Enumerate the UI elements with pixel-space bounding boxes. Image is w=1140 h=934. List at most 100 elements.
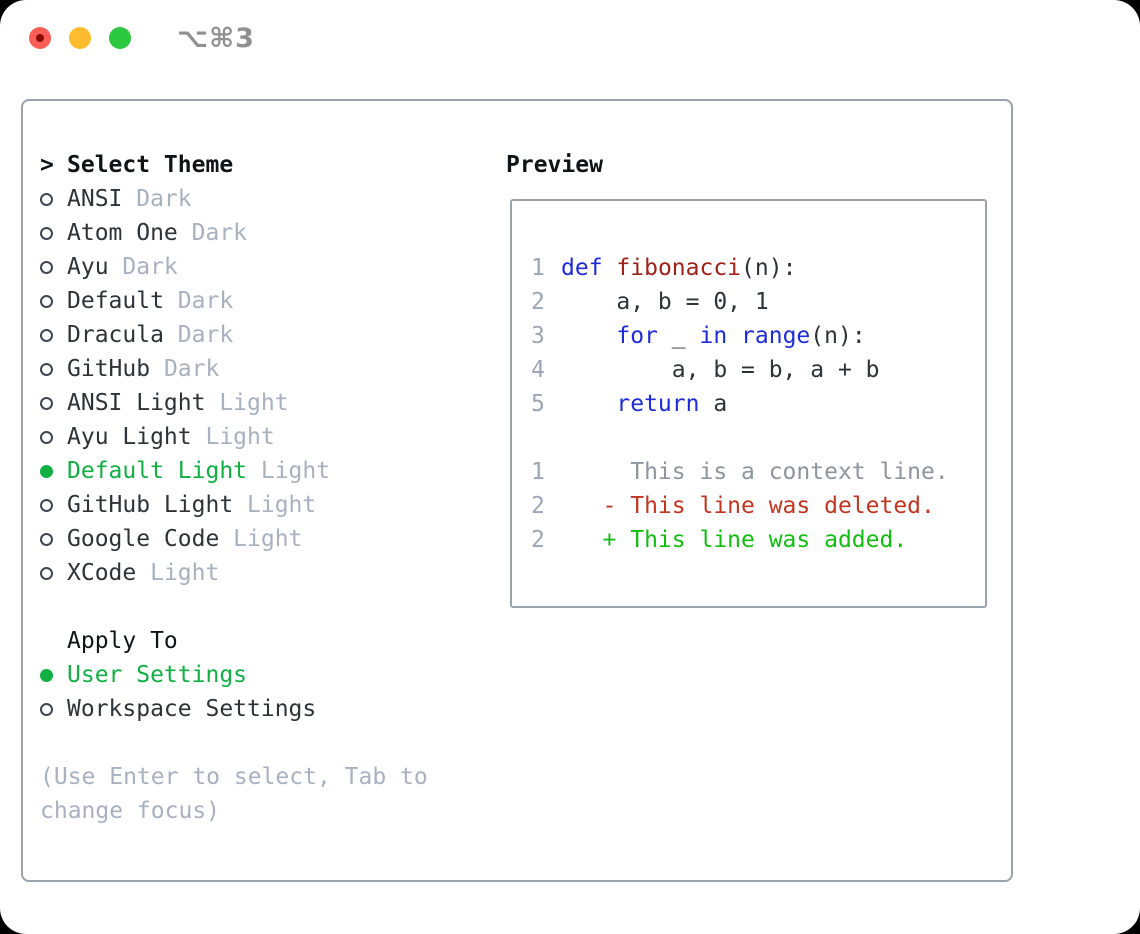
line-content: a, b = 0, 1 — [561, 289, 769, 315]
radio-icon — [40, 328, 53, 342]
focus-prompt: > — [40, 152, 54, 178]
theme-option-name: GitHub — [67, 356, 151, 382]
theme-option-variant: Dark — [122, 254, 178, 280]
titlebar: ⌥⌘3 — [29, 23, 255, 54]
theme-option-variant: Dark — [163, 356, 220, 382]
line-content: - This line was deleted. — [561, 493, 935, 519]
preview-line: 3 for _ in range(n): — [531, 319, 985, 353]
select-theme-header: > Select Theme — [40, 148, 428, 182]
theme-option-variant: Dark — [191, 220, 248, 246]
theme-selector-window: > Select Theme ANSI Dark Atom One Dark — [21, 99, 1013, 882]
apply-option[interactable]: Workspace Settings — [40, 692, 428, 726]
radio-icon — [40, 260, 53, 274]
theme-option-name: Ayu Light — [67, 424, 192, 450]
theme-option-name: Ayu — [67, 254, 109, 280]
theme-option[interactable]: Dracula Dark — [40, 318, 428, 352]
radio-icon — [40, 668, 53, 682]
spacer — [40, 590, 428, 624]
theme-option[interactable]: Ayu Light Light — [40, 420, 428, 454]
line-content: for _ in range(n): — [616, 323, 866, 349]
theme-option-name: Atom One — [67, 220, 178, 246]
radio-icon — [40, 396, 53, 410]
line-number: 2 — [531, 493, 545, 519]
zoom-button[interactable] — [109, 27, 131, 49]
line-number: 4 — [531, 357, 545, 383]
line-number: 5 — [531, 391, 545, 417]
theme-option[interactable]: Ayu Dark — [40, 250, 428, 284]
theme-option[interactable]: Default Dark — [40, 284, 428, 318]
theme-option[interactable]: GitHub Dark — [40, 352, 428, 386]
preview-line: 4 a, b = b, a + b — [531, 353, 985, 387]
window-shortcut-label: ⌥⌘3 — [177, 22, 255, 54]
theme-options-list: ANSI Dark Atom One Dark Ayu Dark — [40, 182, 428, 590]
theme-option-name: Default Light — [67, 458, 248, 484]
radio-icon — [40, 702, 53, 716]
close-button[interactable] — [29, 27, 51, 49]
apply-option-name: Workspace Settings — [67, 696, 317, 722]
theme-option[interactable]: ANSI Dark — [40, 182, 428, 216]
theme-option-variant: Light — [247, 492, 317, 518]
line-number: 1 — [531, 459, 545, 485]
line-content: + This line was added. — [561, 527, 908, 553]
theme-option-variant: Dark — [177, 322, 234, 348]
line-content: return a — [616, 391, 728, 417]
theme-option-variant: Light — [260, 458, 331, 484]
theme-option[interactable]: ANSI Light Light — [40, 386, 428, 420]
preview-line: 2 - This line was deleted. — [531, 489, 985, 523]
radio-icon — [40, 464, 53, 478]
theme-option-name: XCode — [67, 560, 137, 586]
help-text-line1: (Use Enter to select, Tab to — [40, 764, 428, 790]
theme-option-name: GitHub Light — [67, 492, 234, 518]
theme-option-variant: Dark — [136, 186, 192, 212]
radio-icon — [40, 362, 53, 376]
theme-option-name: ANSI — [67, 186, 123, 212]
theme-option[interactable]: GitHub Light Light — [40, 488, 428, 522]
radio-icon — [40, 532, 53, 546]
help-text-line2: change focus) — [40, 798, 221, 824]
preview-title: Preview — [506, 152, 603, 178]
preview-line: 1 This is a context line. — [531, 455, 985, 489]
radio-icon — [40, 498, 53, 512]
radio-icon — [40, 226, 53, 240]
radio-icon — [40, 192, 53, 206]
theme-option-variant: Dark — [177, 288, 234, 314]
theme-option-name: Google Code — [67, 526, 220, 552]
line-number: 2 — [531, 289, 545, 315]
theme-option[interactable]: Google Code Light — [40, 522, 428, 556]
radio-icon — [40, 430, 53, 444]
select-theme-title: Select Theme — [67, 152, 234, 178]
preview-panel: Preview 1 def fibonacci(n): 2 a, b = 0, … — [502, 148, 987, 608]
theme-option-variant: Light — [219, 390, 289, 416]
apply-to-title: Apply To — [67, 628, 178, 654]
spacer — [40, 726, 428, 760]
close-dot-icon — [36, 34, 44, 42]
apply-option[interactable]: User Settings — [40, 658, 428, 692]
theme-option-variant: Light — [150, 560, 220, 586]
line-content: a, b = b, a + b — [561, 357, 880, 383]
theme-option[interactable]: Atom One Dark — [40, 216, 428, 250]
preview-line: 5 return a — [531, 387, 985, 421]
theme-option[interactable]: XCode Light — [40, 556, 428, 590]
radio-icon — [40, 566, 53, 580]
line-number: 2 — [531, 527, 545, 553]
theme-option[interactable]: Default Light Light — [40, 454, 428, 488]
preview-line — [531, 421, 985, 455]
theme-option-name: ANSI Light — [67, 390, 206, 416]
apply-option-name: User Settings — [67, 662, 248, 688]
apply-to-header: Apply To — [40, 624, 428, 658]
line-number: 3 — [531, 323, 545, 349]
line-content: This is a context line. — [561, 459, 949, 485]
minimize-button[interactable] — [69, 27, 91, 49]
preview-line: 2 + This line was added. — [531, 523, 985, 557]
preview-line: 1 def fibonacci(n): — [531, 251, 985, 285]
radio-icon — [40, 294, 53, 308]
line-number — [531, 421, 561, 455]
line-content: def fibonacci(n): — [561, 255, 797, 281]
theme-option-name: Default — [67, 288, 164, 314]
theme-option-variant: Light — [233, 526, 303, 552]
apply-options-list: User Settings Workspace Settings — [40, 658, 428, 726]
preview-box: 1 def fibonacci(n): 2 a, b = 0, 1 3 for … — [510, 199, 987, 608]
theme-option-name: Dracula — [67, 322, 164, 348]
preview-line: 2 a, b = 0, 1 — [531, 285, 985, 319]
